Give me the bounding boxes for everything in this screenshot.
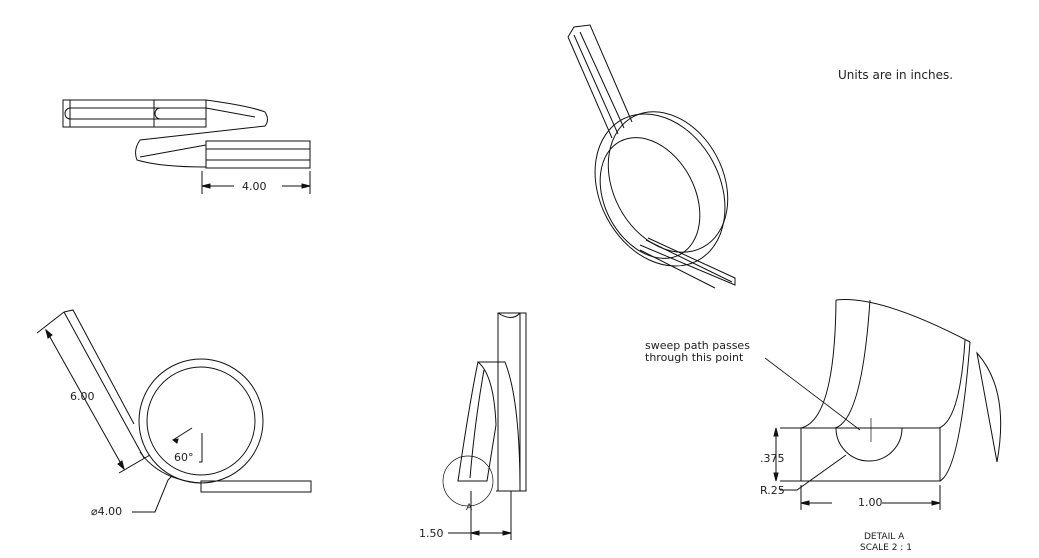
detail-scale: SCALE 2 : 1 xyxy=(860,543,912,553)
sweep-callout-line1: sweep path passes xyxy=(645,339,750,352)
detail-marker: A xyxy=(466,503,473,513)
top-length-dimension: 4.00 xyxy=(242,180,267,193)
isometric-view xyxy=(567,24,736,289)
angle-dimension: 60° xyxy=(174,451,194,464)
side-width-dimension: 1.50 xyxy=(419,527,444,540)
leg-length-dimension: 6.00 xyxy=(70,390,95,403)
diameter-dimension: ⌀4.00 xyxy=(91,505,123,518)
sweep-callout-line2: through this point xyxy=(645,351,744,364)
detail-title: DETAIL A xyxy=(864,532,905,542)
detail-a-view xyxy=(764,299,1002,510)
side-view xyxy=(442,312,527,540)
detail-width-dimension: 1.00 xyxy=(858,496,883,509)
detail-radius-dimension: R.25 xyxy=(760,484,785,497)
front-view xyxy=(36,309,312,513)
units-note: Units are in inches. xyxy=(838,68,954,82)
top-view xyxy=(62,99,311,194)
detail-height-dimension: .375 xyxy=(760,452,785,465)
